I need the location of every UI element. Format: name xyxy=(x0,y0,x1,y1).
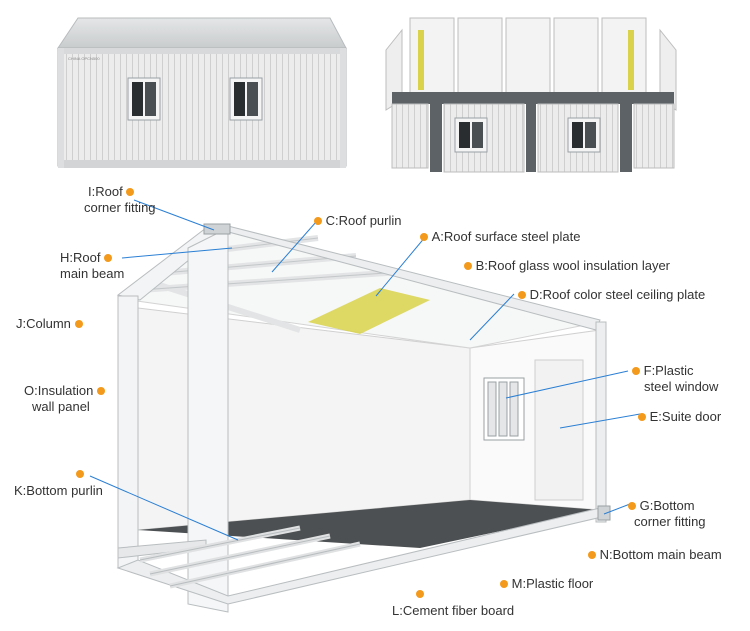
marker-dot xyxy=(314,216,322,225)
main-container-diagram xyxy=(116,223,611,613)
plastic-steel-window xyxy=(483,377,525,441)
label-bottom-corner-fitting: G:Bottom corner fitting xyxy=(628,497,706,529)
marker-dot xyxy=(420,232,428,241)
marker-dot xyxy=(518,290,526,299)
marker-dot xyxy=(464,261,472,270)
marker-dot xyxy=(104,253,113,262)
label-roof-glass-wool: B:Roof glass wool insulation layer xyxy=(464,257,670,273)
label-plastic-floor: M:Plastic floor xyxy=(500,575,593,591)
label-suite-door: E:Suite door xyxy=(638,408,721,424)
exploded-wall-panels-view xyxy=(385,17,677,173)
marker-dot xyxy=(74,319,83,328)
label-bottom-purlin: K:Bottom purlin xyxy=(14,483,103,499)
label-roof-main-beam: H:Roof main beam xyxy=(60,250,125,282)
marker-dot xyxy=(632,366,640,375)
exterior-window-right xyxy=(229,77,263,121)
marker-dot xyxy=(500,579,508,588)
label-plastic-steel-window: F:Plastic steel window xyxy=(632,362,718,394)
label-cement-fiber-board: L:Cement fiber board xyxy=(392,603,515,619)
label-insulation-wall-panel: O:Insulation wall panel xyxy=(24,382,105,414)
marker-dot xyxy=(97,386,105,395)
label-roof-surface-steel-plate: A:Roof surface steel plate xyxy=(420,228,580,244)
marker-dot xyxy=(638,412,646,421)
label-bottom-main-beam: N:Bottom main beam xyxy=(588,546,722,562)
exterior-window-left xyxy=(127,77,161,121)
exterior-container-view: CHINA OPCN500 xyxy=(57,17,347,168)
label-column: J:Column xyxy=(16,315,83,331)
label-roof-ceiling-plate: D:Roof color steel ceiling plate xyxy=(518,286,705,302)
suite-door xyxy=(534,359,584,501)
leader-lines xyxy=(89,199,641,541)
label-roof-purlin: C:Roof purlin xyxy=(314,212,402,228)
marker-dot xyxy=(628,501,636,510)
marker-dot xyxy=(588,550,596,559)
marker-dot-bottom-purlin xyxy=(76,470,84,478)
marker-dot xyxy=(126,187,135,196)
container-marking: CHINA OPCN500 xyxy=(68,56,100,61)
label-roof-corner-fitting: I:Roof corner fitting xyxy=(84,184,156,216)
marker-dot-cement-board xyxy=(416,590,424,598)
